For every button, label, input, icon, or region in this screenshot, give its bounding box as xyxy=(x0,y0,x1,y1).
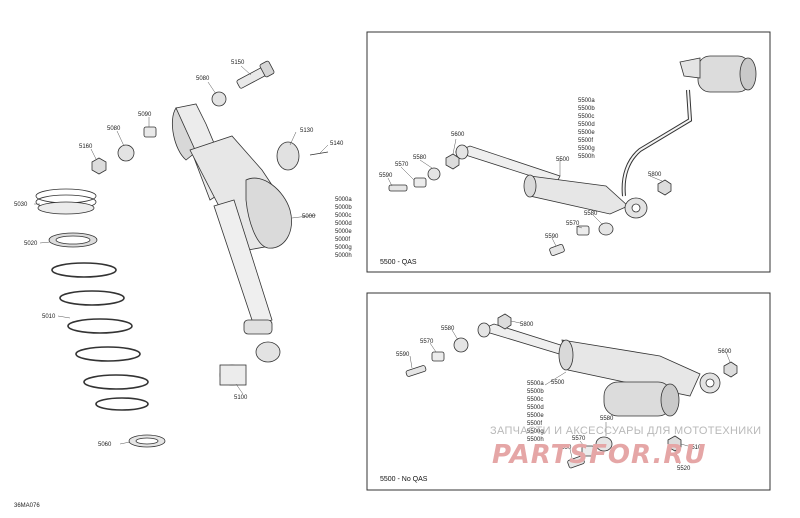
spring-seat-5020 xyxy=(48,232,98,248)
svg-text:5500e: 5500e xyxy=(527,413,544,419)
bushing-5080-top xyxy=(211,91,227,107)
label-5140: 5140 xyxy=(330,141,344,147)
watermark-logo-text: PARTSFOR.RU xyxy=(492,440,706,470)
svg-text:5500h: 5500h xyxy=(527,437,544,443)
svg-text:5500a: 5500a xyxy=(578,98,595,104)
spring-retainer-5030 xyxy=(35,188,97,215)
label-5080-top: 5080 xyxy=(196,76,210,82)
leader-lines-main xyxy=(34,65,329,445)
svg-text:5500h: 5500h xyxy=(578,154,595,160)
svg-text:5000g: 5000g xyxy=(335,245,352,251)
svg-text:5000b: 5000b xyxy=(335,205,352,211)
bolt-5150 xyxy=(236,60,275,89)
label-5600: 5600 xyxy=(451,132,465,138)
svg-text:5500g: 5500g xyxy=(527,429,544,435)
svg-text:5500b: 5500b xyxy=(527,389,544,395)
label-5060: 5060 xyxy=(98,442,112,448)
caption-no-qas: 5500 - No QAS xyxy=(380,476,428,483)
variant-list-5000: 5000a 5000b 5000c 5000d 5000e 5000f 5000… xyxy=(335,197,352,259)
bushing-5100 xyxy=(219,364,247,386)
label-5590: 5590 xyxy=(379,173,393,179)
label-5580-lower: 5580 xyxy=(600,416,614,422)
label-5510: 5510 xyxy=(688,445,702,451)
svg-text:5000f: 5000f xyxy=(335,237,350,243)
label-5020: 5020 xyxy=(24,241,38,247)
leader-lines-qas xyxy=(387,138,663,247)
label-5500: 5500 xyxy=(551,380,565,386)
label-5590: 5590 xyxy=(396,352,410,358)
spring-retainer-5060 xyxy=(128,434,166,448)
svg-text:5500c: 5500c xyxy=(527,397,543,403)
label-5100: 5100 xyxy=(234,395,248,401)
panel-5500-qas: 5600 5580 5570 5590 5500 5800 5580 5570 … xyxy=(366,31,771,273)
main-shock-assembly: 5150 5080 5090 5080 5160 5130 5140 5030 … xyxy=(14,60,352,448)
svg-text:5500d: 5500d xyxy=(578,122,595,128)
label-5800: 5800 xyxy=(648,172,662,178)
svg-text:5000a: 5000a xyxy=(335,197,352,203)
svg-text:5000h: 5000h xyxy=(335,253,352,259)
label-5570: 5570 xyxy=(395,162,409,168)
coil-spring-5010 xyxy=(51,262,149,411)
nut-5160 xyxy=(91,157,107,175)
leader-lines-no-qas xyxy=(409,320,731,465)
label-5580: 5580 xyxy=(441,326,455,332)
label-5010: 5010 xyxy=(42,314,56,320)
svg-text:5000d: 5000d xyxy=(335,221,352,227)
svg-text:5500f: 5500f xyxy=(527,421,542,427)
label-5500: 5500 xyxy=(556,157,570,163)
label-5570-lower: 5570 xyxy=(572,436,586,442)
label-5600: 5600 xyxy=(718,349,732,355)
label-5800: 5800 xyxy=(520,322,534,328)
variant-list-5500-no-qas: 5500a 5500b 5500c 5500d 5500e 5500f 5500… xyxy=(527,381,544,443)
watermark: ЗАПЧАСТИ И АКСЕССУАРЫ ДЛЯ МОТОТЕХНИКИ PA… xyxy=(490,425,761,470)
label-5000: 5000 xyxy=(302,214,316,220)
caption-qas: 5500 - QAS xyxy=(380,259,417,266)
label-5080: 5080 xyxy=(107,126,121,132)
shock-body-5000 xyxy=(172,103,329,363)
label-5570-lower: 5570 xyxy=(566,221,580,227)
svg-text:5500c: 5500c xyxy=(578,114,594,120)
svg-text:5500d: 5500d xyxy=(527,405,544,411)
svg-text:5500g: 5500g xyxy=(578,146,595,152)
watermark-tagline: ЗАПЧАСТИ И АКСЕССУАРЫ ДЛЯ МОТОТЕХНИКИ xyxy=(490,425,761,437)
label-5150: 5150 xyxy=(231,60,245,66)
washer-5080 xyxy=(117,144,135,162)
svg-text:5500e: 5500e xyxy=(578,130,595,136)
label-5090: 5090 xyxy=(138,112,152,118)
label-5130: 5130 xyxy=(300,128,314,134)
label-5160: 5160 xyxy=(79,144,93,150)
svg-text:5500b: 5500b xyxy=(578,106,595,112)
svg-text:5000e: 5000e xyxy=(335,229,352,235)
label-5580: 5580 xyxy=(413,155,427,161)
label-5030: 5030 xyxy=(14,202,28,208)
variant-list-5500-qas: 5500a 5500b 5500c 5500d 5500e 5500f 5500… xyxy=(578,98,595,160)
svg-text:5500f: 5500f xyxy=(578,138,593,144)
label-5580-lower: 5580 xyxy=(584,211,598,217)
label-5590-lower: 5590 xyxy=(545,234,559,240)
svg-text:5000c: 5000c xyxy=(335,213,351,219)
label-5570: 5570 xyxy=(420,339,434,345)
sleeve-5090 xyxy=(143,126,157,138)
label-5520: 5520 xyxy=(677,466,691,472)
svg-text:5500a: 5500a xyxy=(527,381,544,387)
label-5590-lower: 5590 xyxy=(558,445,572,451)
figure-code: 36MA076 xyxy=(14,503,40,509)
panel-5500-no-qas: 5580 5570 5590 5800 5600 5500 5580 5570 … xyxy=(366,292,771,491)
